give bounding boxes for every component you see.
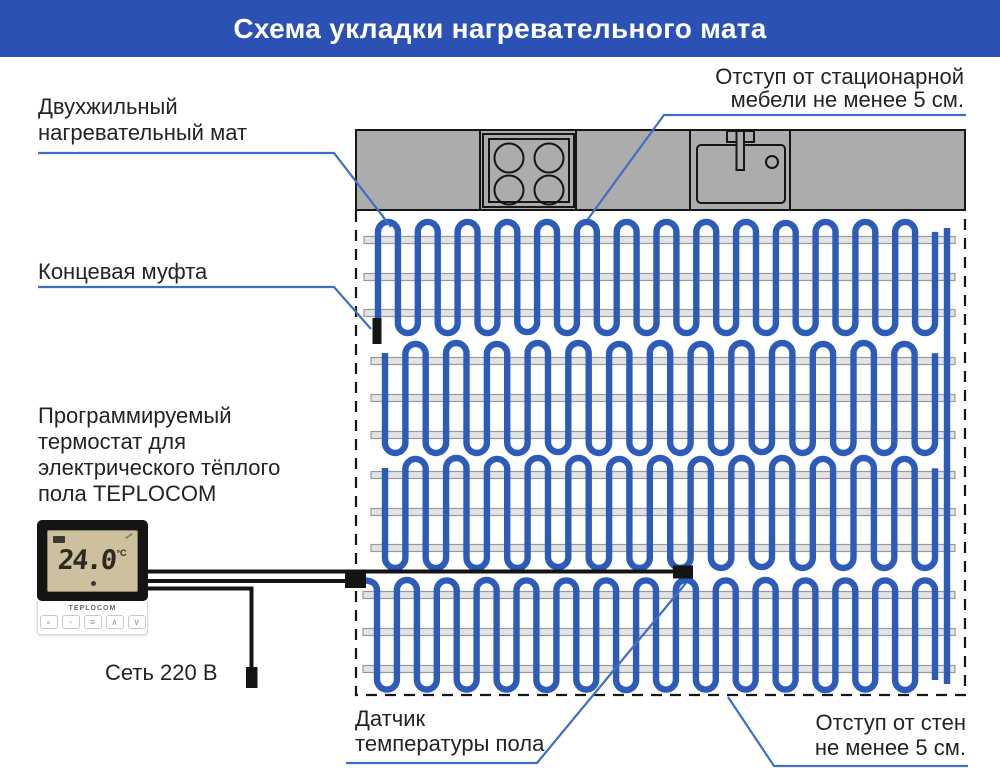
- leader-heating-mat: [38, 151, 392, 228]
- clock-button[interactable]: ◦: [61, 615, 80, 629]
- leader-end-coupling: [38, 285, 372, 330]
- label-thermostat: Программируемый термостат для электричес…: [38, 403, 281, 506]
- cable-feed-elbow: [363, 577, 381, 592]
- temperature-readout: 24.0: [57, 545, 117, 576]
- mat-strip: [370, 393, 956, 403]
- mat-strip: [370, 507, 956, 517]
- sink-icon: [696, 130, 786, 204]
- mains-cable: [148, 586, 254, 668]
- mat-strip: [370, 543, 956, 553]
- mat-strip: [370, 356, 956, 366]
- label-wall-offset: Отступ от стен не менее 5 см.: [814, 710, 966, 760]
- leader-floor-sensor: [346, 582, 687, 765]
- thermostat-display-frame: 24.0 °C: [37, 520, 148, 601]
- label-mains-power: Сеть 220 В: [105, 660, 218, 685]
- menu-button[interactable]: ≡: [83, 615, 102, 629]
- heating-mat-cable: [373, 218, 939, 694]
- leader-wall-offset: [727, 696, 968, 768]
- thermostat-body: TEPLOCOM ∘ ◦ ≡ ∧ ∨: [37, 601, 148, 635]
- end-coupling-marker: [372, 318, 382, 344]
- leader-furniture-offset: [587, 113, 966, 220]
- power-plug: [246, 667, 258, 688]
- serpentine-cable: [374, 218, 939, 337]
- temperature-unit: °C: [116, 547, 127, 558]
- thermostat-lcd: 24.0 °C: [47, 529, 138, 592]
- mat-strip: [370, 430, 956, 440]
- dashed-install-border: [354, 211, 967, 697]
- floor-sensor-marker: [673, 565, 693, 579]
- serpentine-cable: [381, 339, 939, 457]
- cooktop-icon: [482, 133, 575, 208]
- label-heating-mat: Двухжильный нагревательный мат: [38, 94, 248, 145]
- down-button[interactable]: ∨: [127, 615, 146, 629]
- thermostat-brand: TEPLOCOM: [68, 605, 117, 612]
- mat-strip: [370, 470, 956, 480]
- title-bar: Схема укладки нагревательного мата: [0, 0, 1000, 57]
- lcd-signal-icon: [125, 532, 133, 539]
- serpentine-cable: [373, 576, 939, 694]
- thermostat-buttons: ∘ ◦ ≡ ∧ ∨: [38, 615, 147, 629]
- page-title: Схема укладки нагревательного мата: [233, 12, 767, 44]
- power-coupling-marker: [345, 573, 366, 588]
- lcd-mode-badge: [53, 535, 65, 543]
- up-button[interactable]: ∧: [105, 615, 124, 629]
- label-end-coupling: Концевая муфта: [38, 259, 208, 284]
- lcd-dot: [91, 580, 96, 586]
- power-button[interactable]: ∘: [39, 615, 58, 629]
- label-floor-sensor: Датчик температуры пола: [355, 706, 545, 756]
- thermostat-device: 24.0 °C TEPLOCOM ∘ ◦ ≡ ∧ ∨: [37, 520, 148, 635]
- label-furniture-offset: Отступ от стационарной мебели не менее 5…: [715, 64, 964, 112]
- kitchen-counter: [355, 129, 966, 211]
- serpentine-cable: [381, 454, 939, 572]
